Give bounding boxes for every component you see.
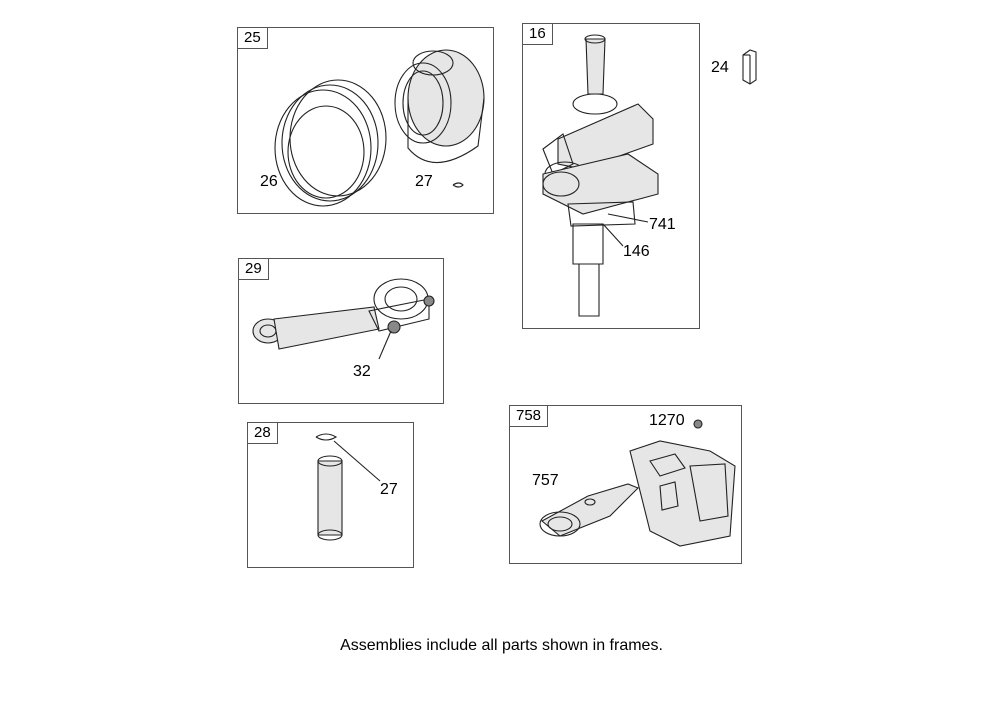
governor-frame: 758 1270 757 — [509, 405, 742, 564]
crankshaft-tag: 16 — [522, 23, 553, 45]
gear-callout: 741 — [649, 216, 676, 233]
connecting-rod-tag: 29 — [238, 258, 269, 280]
clip-callout: 27 — [415, 173, 433, 190]
piston-pin-frame: 28 27 — [247, 422, 414, 568]
pin-clip-callout: 27 — [380, 481, 398, 498]
governor-plate-callout: 757 — [532, 472, 559, 489]
governor-screw-callout: 1270 — [649, 412, 685, 429]
crank-key-callout: 24 — [711, 59, 729, 76]
crankshaft-frame: 16 741 146 — [522, 23, 700, 329]
connecting-rod-illustration — [252, 278, 435, 360]
footer-note: Assemblies include all parts shown in fr… — [340, 637, 663, 654]
governor-tag: 758 — [509, 405, 549, 427]
piston-pin-illustration — [315, 433, 381, 541]
crankshaft-illustration — [542, 34, 659, 317]
connecting-rod-frame: 29 32 — [238, 258, 444, 404]
rod-bolt-callout: 32 — [353, 363, 371, 380]
piston-rings-illustration — [274, 49, 485, 207]
piston-pin-tag: 28 — [247, 422, 278, 444]
piston-assembly-frame: 25 26 27 — [237, 27, 494, 214]
piston-assembly-tag: 25 — [237, 27, 268, 49]
governor-illustration — [539, 419, 736, 547]
rings-callout: 26 — [260, 173, 278, 190]
key-callout: 146 — [623, 243, 650, 260]
